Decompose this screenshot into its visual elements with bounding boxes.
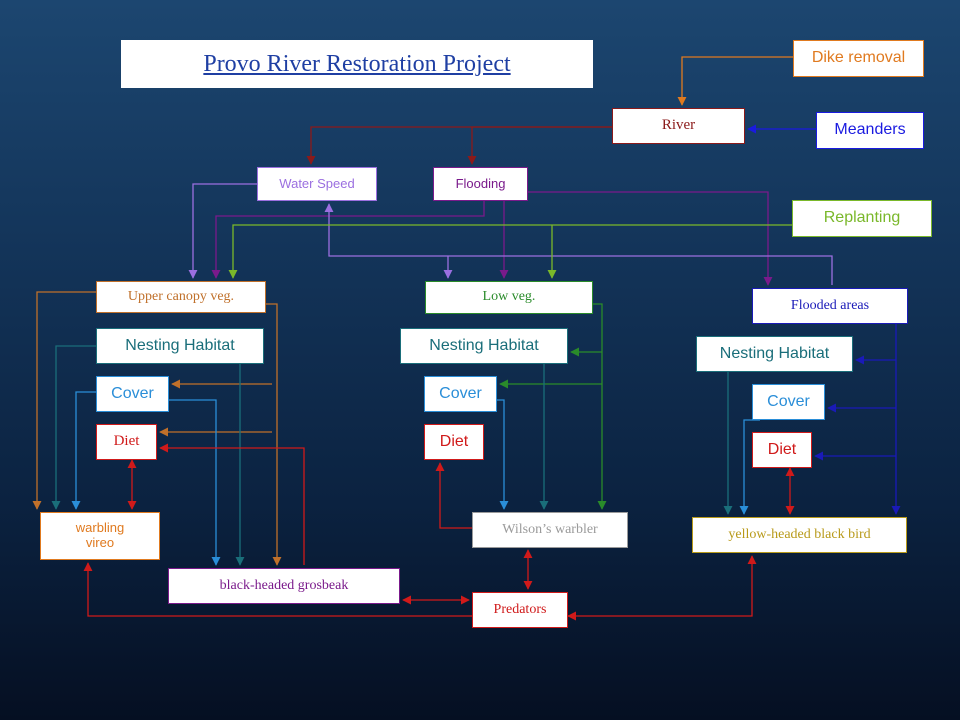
node-river: River	[612, 108, 745, 144]
connector-13	[32, 291, 96, 510]
page-title: Provo River Restoration Project	[203, 50, 511, 77]
node-low-veg: Low veg.	[425, 281, 593, 314]
node-flooding: Flooding	[433, 167, 528, 201]
node-warbling-vireo: warbling vireo	[40, 512, 160, 560]
connector-19	[71, 391, 96, 510]
connector-34	[739, 419, 760, 515]
node-diet-2: Diet	[424, 424, 484, 460]
connector-28	[435, 462, 472, 529]
node-cover-3: Cover	[752, 384, 825, 420]
connector-17	[51, 345, 96, 510]
connector-14	[266, 303, 282, 566]
node-black-headed-grosbeak: black-headed grosbeak	[168, 568, 400, 604]
connector-11	[228, 224, 792, 279]
node-cover-1: Cover	[96, 376, 169, 412]
node-diet-1: Diet	[96, 424, 157, 460]
node-replanting: Replanting	[792, 200, 932, 237]
connector-6	[211, 201, 485, 279]
connector-4	[467, 126, 612, 165]
connector-22	[159, 443, 305, 565]
node-nesting-habitat-3: Nesting Habitat	[696, 336, 853, 372]
node-water-speed: Water Speed	[257, 167, 377, 201]
connector-8	[188, 183, 257, 279]
connector-1	[677, 56, 793, 106]
connector-39	[567, 555, 757, 621]
connector-27	[488, 399, 509, 510]
node-predators: Predators	[472, 592, 568, 628]
node-cover-2: Cover	[424, 376, 497, 412]
node-meanders: Meanders	[816, 112, 924, 149]
connector-20	[169, 399, 221, 566]
connector-9	[324, 203, 833, 285]
connector-38	[83, 562, 472, 617]
node-dike-removal: Dike removal	[793, 40, 924, 77]
node-nesting-habitat-2: Nesting Habitat	[400, 328, 568, 364]
node-nesting-habitat-1: Nesting Habitat	[96, 328, 264, 364]
node-flooded-areas: Flooded areas	[752, 288, 908, 324]
connector-23	[593, 303, 607, 510]
connector-3	[306, 126, 612, 165]
title-box: Provo River Restoration Project	[121, 40, 593, 88]
node-wilsons-warbler: Wilson’s warbler	[472, 512, 628, 548]
node-diet-3: Diet	[752, 432, 812, 468]
connector-5	[528, 191, 773, 286]
node-upper-canopy: Upper canopy veg.	[96, 281, 266, 313]
node-yellow-headed-blackbird: yellow-headed black bird	[692, 517, 907, 553]
